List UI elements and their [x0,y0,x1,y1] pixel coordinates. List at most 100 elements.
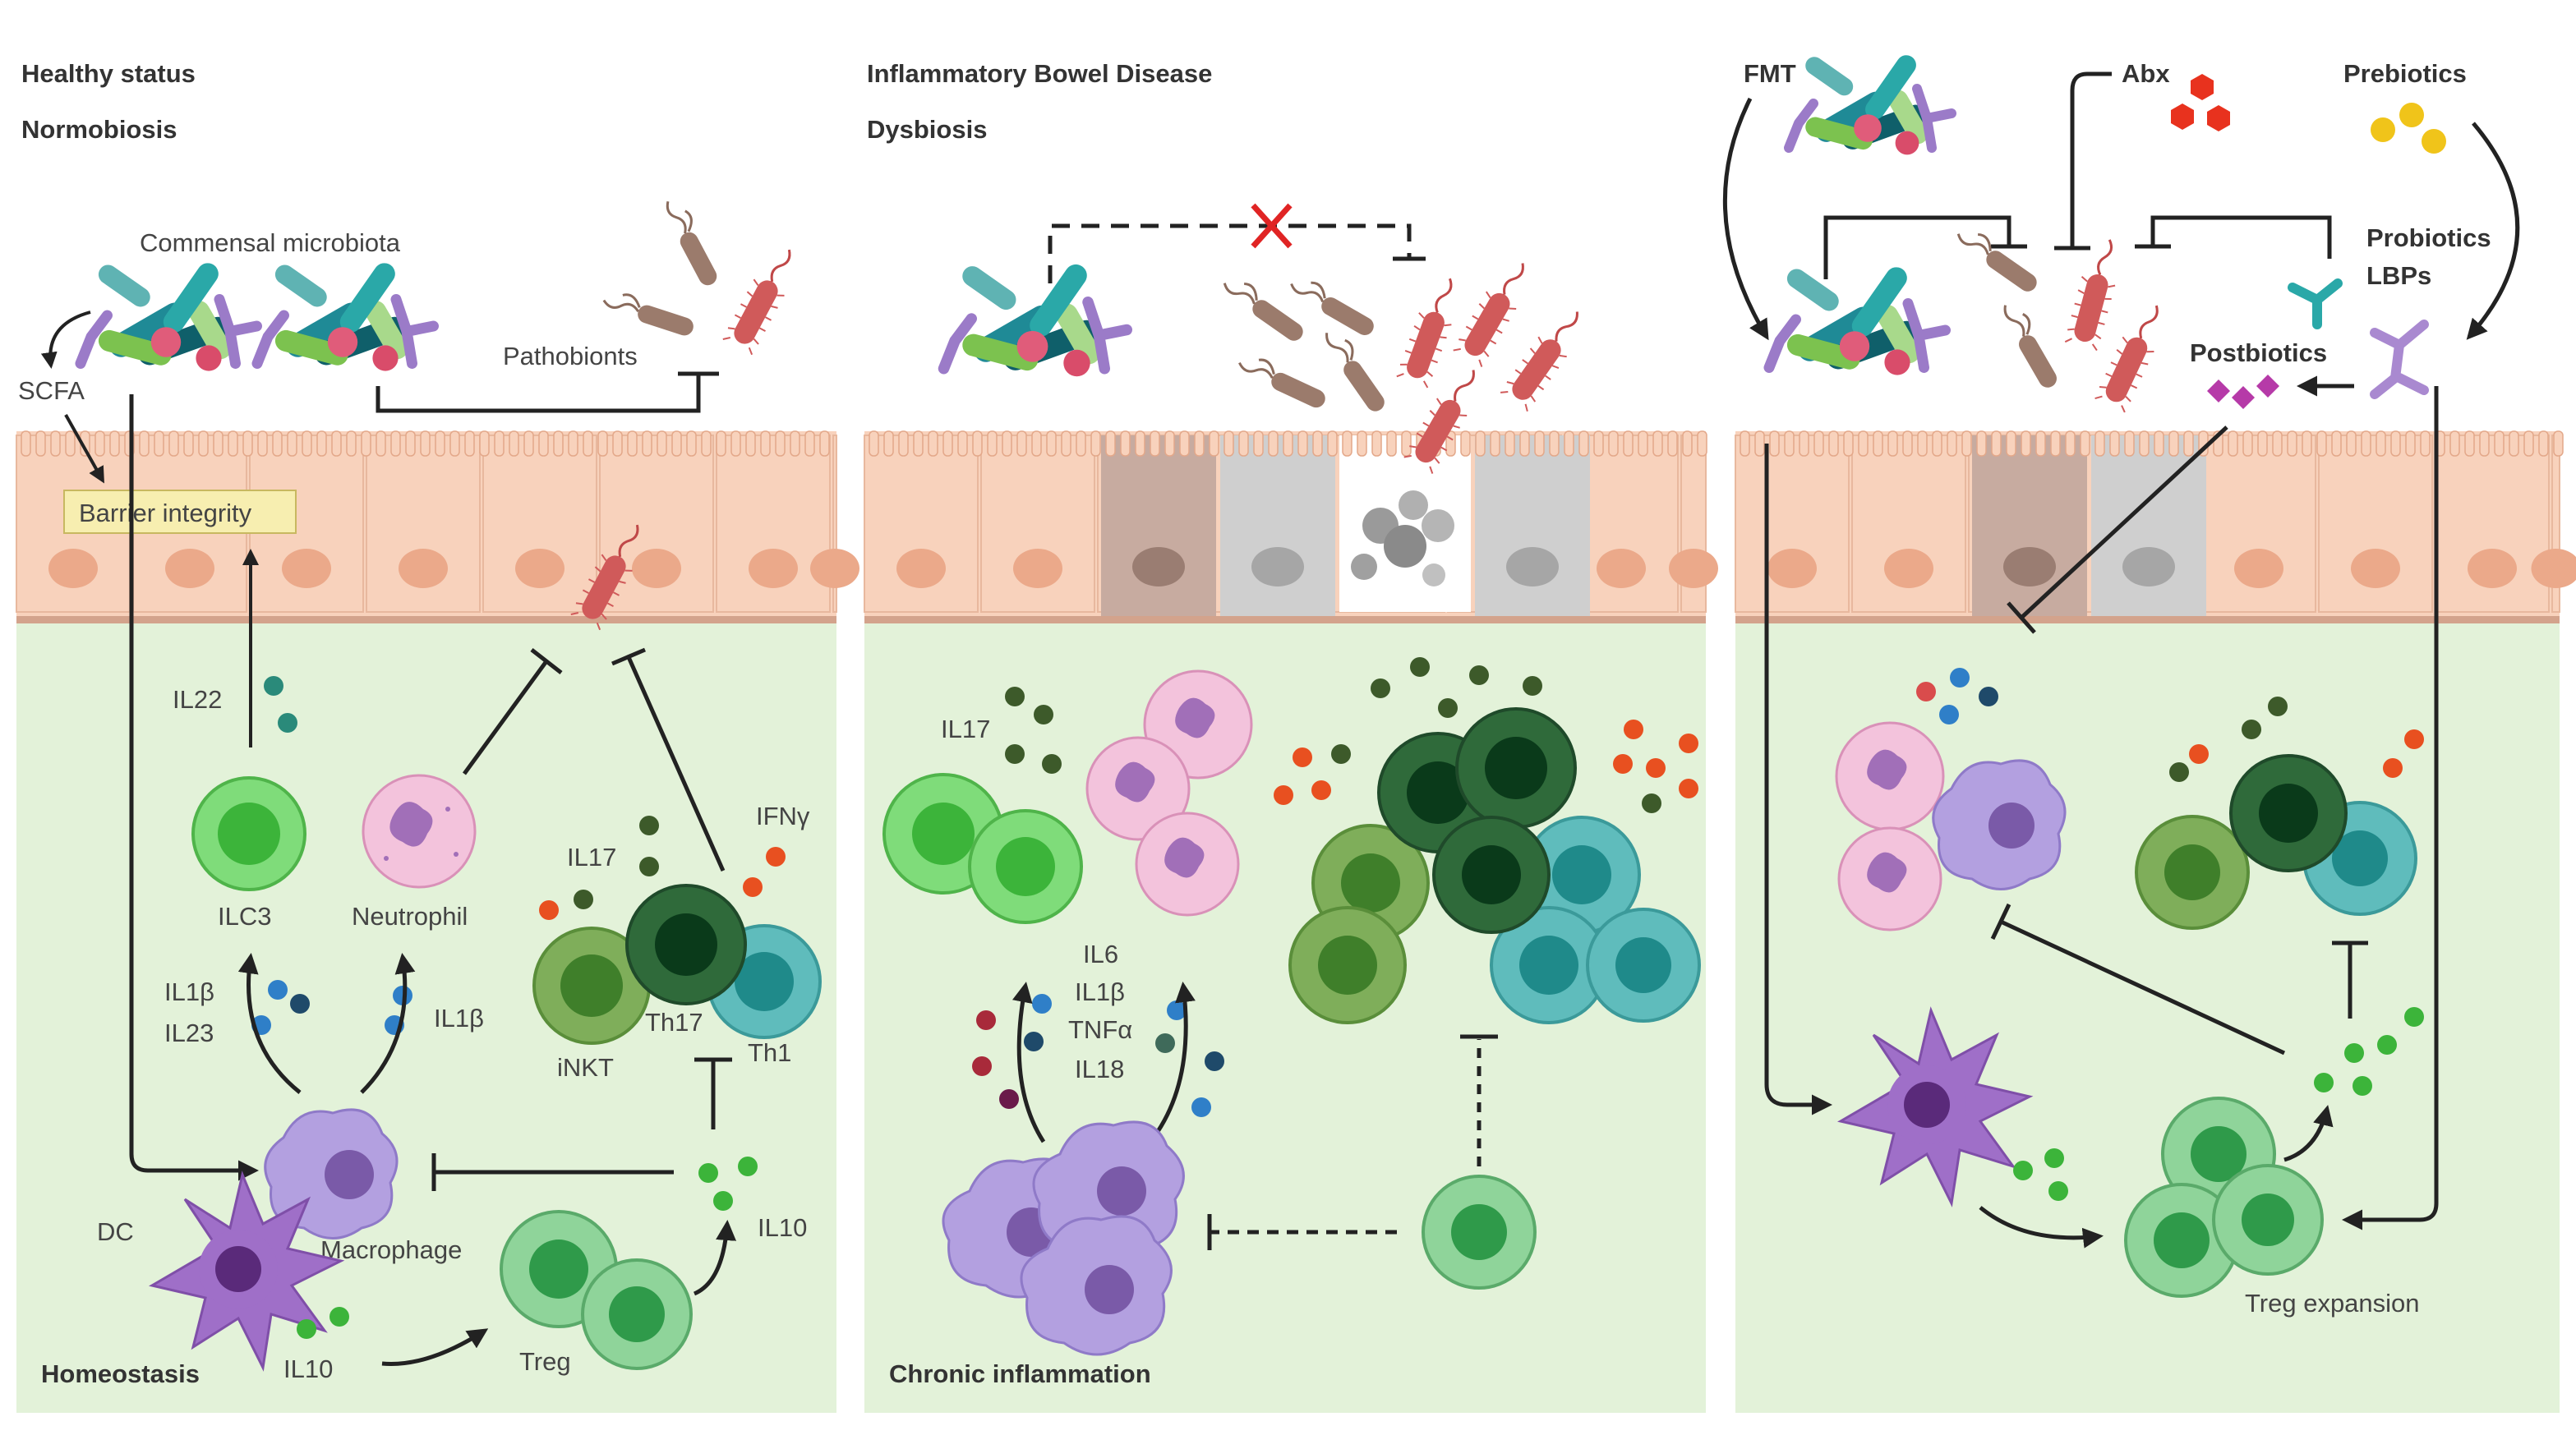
microvillus [1564,430,1574,457]
barrier-integrity-box [63,490,297,534]
t-cells-p3 [2135,754,2417,930]
microvillus [686,430,697,457]
probiotics-inhibition-line [2150,215,2332,259]
ilc3-cluster [882,773,1083,924]
ifng-label: IFNγ [756,802,810,830]
microvillus [494,430,505,457]
microvillus [1519,430,1530,457]
microvillus [1460,430,1471,457]
microvillus [316,430,327,457]
microvillus [2080,430,2090,457]
il22-label: IL22 [173,685,222,714]
microvillus [701,430,712,457]
microvillus [2331,430,2342,457]
panel-2-subtitle: Dysbiosis [867,115,987,144]
microvillus [1976,430,1987,457]
microvillus [1283,430,1293,457]
microvillus [1652,430,1663,457]
epithelial-nucleus [2351,549,2400,588]
microvillus [2509,430,2519,457]
microvillus [2139,430,2150,457]
th1-label: Th1 [748,1038,791,1067]
restored-microbiota [1769,263,1946,375]
microvillus [1740,430,1750,457]
epithelial-nucleus [1013,549,1062,588]
microvillus [1754,430,1765,457]
microvillus [1697,430,1707,457]
microvillus [1593,430,1604,457]
lbp-icon [2370,320,2429,399]
microvillus [612,430,623,457]
microvillus [745,430,756,457]
microvillus [523,430,534,457]
prebiotics-arrow [2466,122,2520,340]
microvillus [1887,430,1898,457]
epithelial-nucleus [1884,549,1933,588]
abx-inhibition-line [2070,71,2112,246]
microvillus [538,430,549,457]
microvillus [1475,430,1486,457]
macrophage-to-neutrophil-arrow [360,953,416,1094]
microvillus [257,430,268,457]
microvillus [1667,430,1678,457]
microvillus [1327,430,1338,457]
inhibition-line [376,374,701,413]
epithelial-nucleus [2234,549,2283,588]
il6-label: IL6 [1083,940,1118,968]
microvillus [376,430,386,457]
microvillus [435,430,445,457]
il1b-label-p2: IL1β [1075,977,1125,1006]
epithelial-nucleus [48,549,98,588]
microvillus [1947,430,1957,457]
il23-label: IL23 [164,1019,214,1047]
microvillus [361,430,371,457]
microvillus [2523,430,2534,457]
microvillus [2553,430,2564,457]
epithelial-nucleus [515,549,565,588]
pathobionts-label: Pathobionts [503,342,638,370]
microvillus [1342,430,1353,457]
epithelial-cell [482,435,597,613]
microvillus [287,430,297,457]
microvillus [1297,430,1308,457]
microvillus [464,430,475,457]
microvillus [1253,430,1264,457]
prebiotics-icon [2371,103,2446,154]
lbps-label: LBPs [2366,261,2431,290]
panel-1-subtitle: Normobiosis [21,115,177,144]
microvillus [804,430,815,457]
antibiotic-icon [2171,74,2230,131]
microvillus [1371,430,1382,457]
ilc3-cell [191,776,306,891]
microvillus [597,430,608,457]
microvillus [1268,430,1279,457]
microvillus [2316,430,2327,457]
microvillus [242,430,253,457]
pathobiont-bacterium [1952,222,2044,297]
pathobiont-bacterium [599,287,698,339]
damaged-epithelium [1101,435,1590,616]
pathobiont-bacterium [1451,253,1539,369]
dc-cell-p3 [1836,1006,2034,1207]
prebiotics-label: Prebiotics [2343,59,2467,88]
inhibition-bar [2007,601,2036,634]
microvillus [2242,430,2253,457]
microvillus [2065,430,2076,457]
microvillus [2479,430,2490,457]
cytokine-dot [278,713,297,733]
microvillus [2464,430,2475,457]
microvillus [1076,430,1086,457]
commensal-microbiota-cluster [257,259,434,370]
epithelial-nucleus [810,549,859,588]
barrier-integrity-label: Barrier integrity [79,499,252,527]
commensal-microbiota-cluster [81,259,257,370]
neutrophil-cluster-p3 [1835,721,1945,931]
pathobiont-bacterium [721,240,806,356]
microvillus [775,430,786,457]
microvillus [65,430,76,457]
fmt-to-dc-arrow [1764,444,1832,1115]
il17-label-p1: IL17 [567,843,616,872]
microvillus [479,430,490,457]
microvillus [1150,430,1160,457]
microvillus [2228,430,2238,457]
